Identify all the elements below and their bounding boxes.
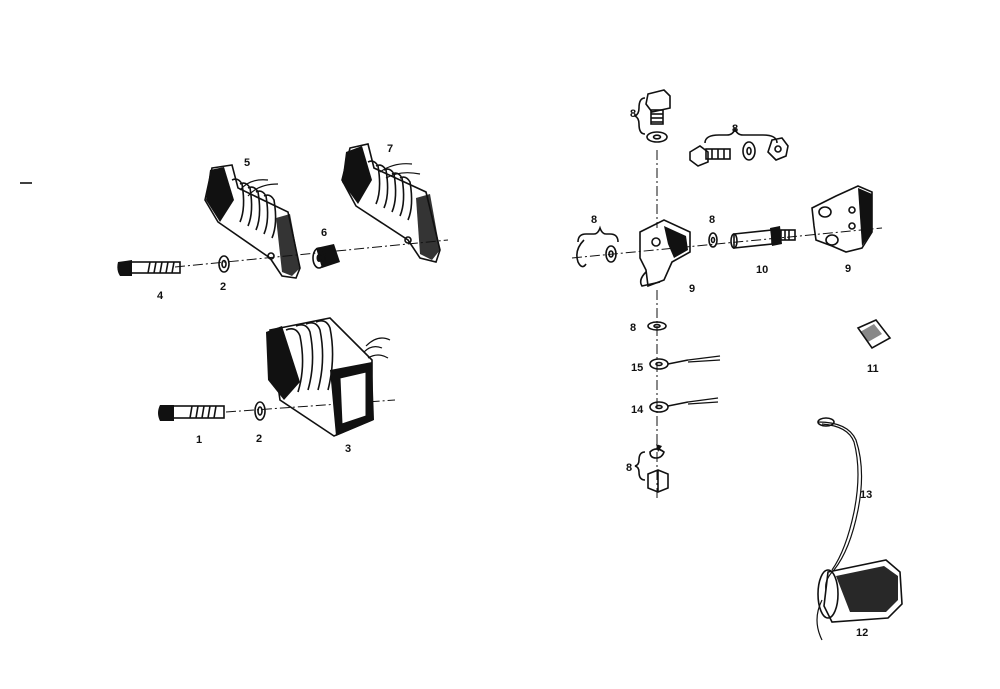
- callout-2: 2: [220, 281, 226, 293]
- washer-icon: [576, 239, 587, 268]
- callout-12: 12: [856, 627, 868, 639]
- callout-10: 10: [756, 264, 768, 276]
- callout-14: 14: [631, 404, 644, 416]
- bolt-icon: [158, 405, 225, 421]
- callout-8: 8: [732, 123, 738, 135]
- callout-8: 8: [630, 322, 636, 334]
- bolt-icon: [689, 145, 731, 167]
- callout-7: 7: [387, 143, 393, 155]
- brace: [634, 451, 646, 481]
- washer-icon: [646, 131, 668, 143]
- coil-icon: [204, 164, 301, 279]
- assembly-axis: [174, 239, 449, 268]
- assembly-axis: [571, 227, 883, 259]
- felt-pad-icon: [856, 319, 892, 350]
- terminal-icon: [649, 355, 721, 370]
- callout-5: 5: [244, 157, 250, 169]
- bracket-icon: [811, 185, 873, 253]
- spacer-icon: [312, 244, 340, 269]
- callout-4: 4: [157, 290, 164, 302]
- callout-13: 13: [860, 489, 872, 501]
- callout-8: 8: [591, 214, 597, 226]
- callout-9: 9: [689, 283, 695, 295]
- bracket-icon: [639, 219, 691, 288]
- callout-2: 2: [256, 433, 262, 445]
- nut-icon: [647, 469, 669, 493]
- callout-6: 6: [321, 227, 327, 239]
- washer-icon: [742, 141, 756, 161]
- callout-8: 8: [626, 462, 632, 474]
- washer-icon: [647, 321, 667, 331]
- condenser-icon: [816, 417, 903, 641]
- brace: [704, 126, 778, 144]
- washer-icon: [218, 255, 230, 273]
- coil-icon: [341, 143, 441, 263]
- bolt-icon: [730, 226, 796, 249]
- bolt-icon: [645, 89, 671, 125]
- callout-8: 8: [630, 108, 636, 120]
- callout-3: 3: [345, 443, 351, 455]
- brace: [577, 225, 619, 243]
- callout-1: 1: [196, 434, 202, 446]
- washer-icon: [605, 245, 617, 263]
- brace: [633, 97, 646, 135]
- coil-icon: [266, 317, 391, 437]
- callout-15: 15: [631, 362, 643, 374]
- bolt-icon: [117, 260, 181, 276]
- washer-icon: [254, 401, 266, 421]
- washer-icon: [649, 444, 665, 459]
- callout-9: 9: [845, 263, 851, 275]
- washer-icon: [708, 232, 718, 248]
- nut-icon: [767, 137, 789, 161]
- terminal-icon: [649, 397, 719, 413]
- callout-11: 11: [867, 363, 879, 375]
- callout-8: 8: [709, 214, 715, 226]
